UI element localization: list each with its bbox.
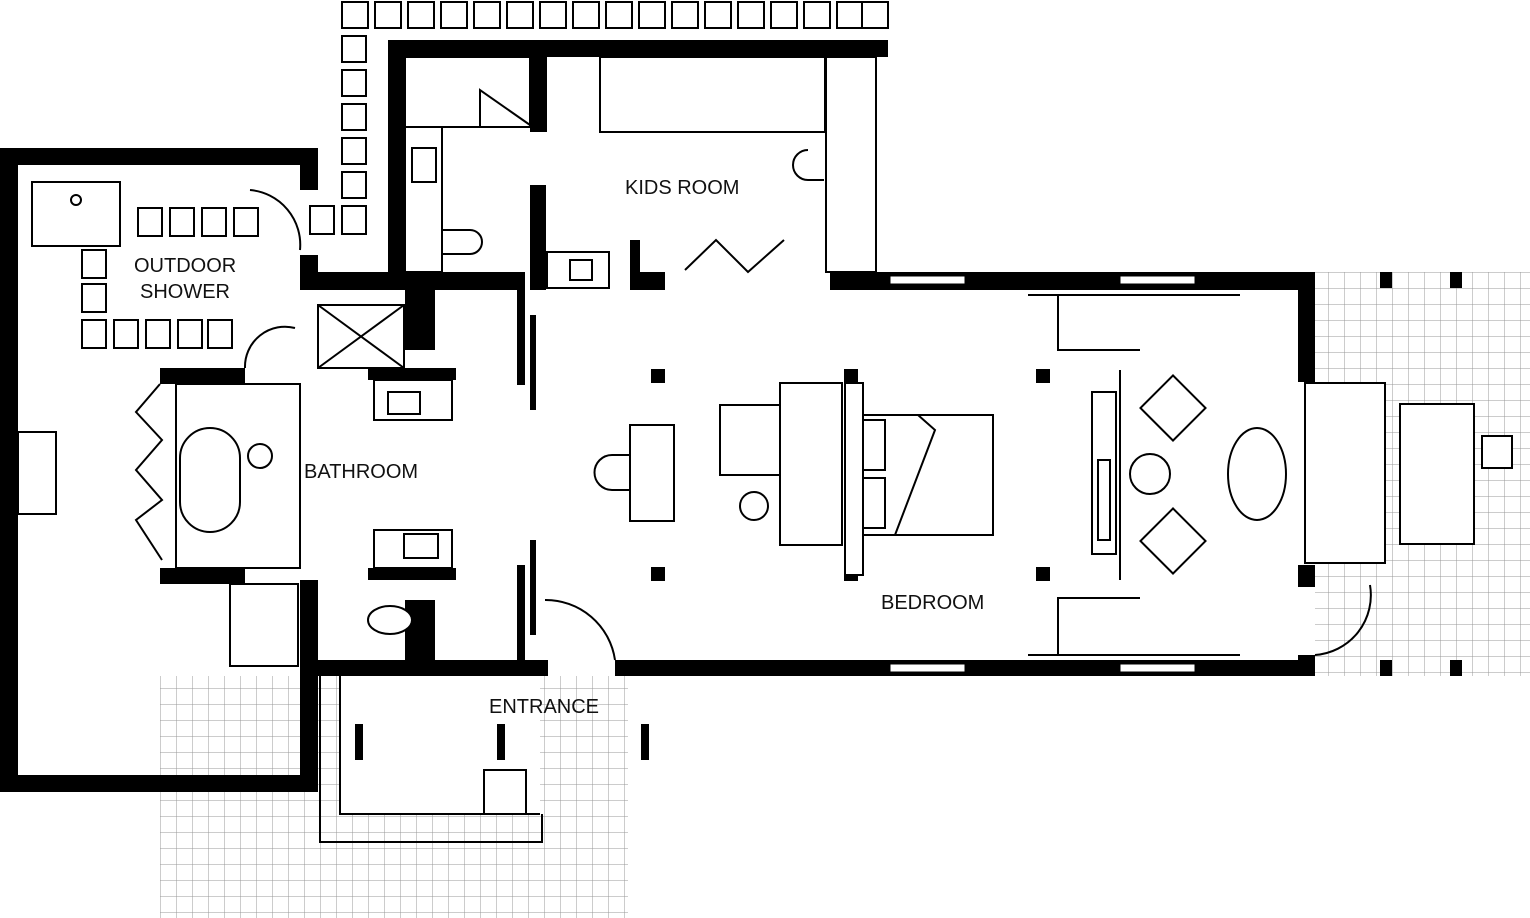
bathroom-label: BATHROOM	[304, 461, 418, 483]
stepping-stones	[81, 1, 889, 349]
walls	[0, 40, 1462, 792]
outdoor-shower-label-line1: OUTDOOR	[134, 255, 236, 277]
entrance-label: ENTRANCE	[489, 696, 599, 718]
bedroom-label: BEDROOM	[881, 592, 984, 614]
fixtures	[17, 56, 1513, 667]
kids-room-label: KIDS ROOM	[625, 177, 739, 199]
outdoor-shower-label-line2: SHOWER	[140, 281, 230, 303]
